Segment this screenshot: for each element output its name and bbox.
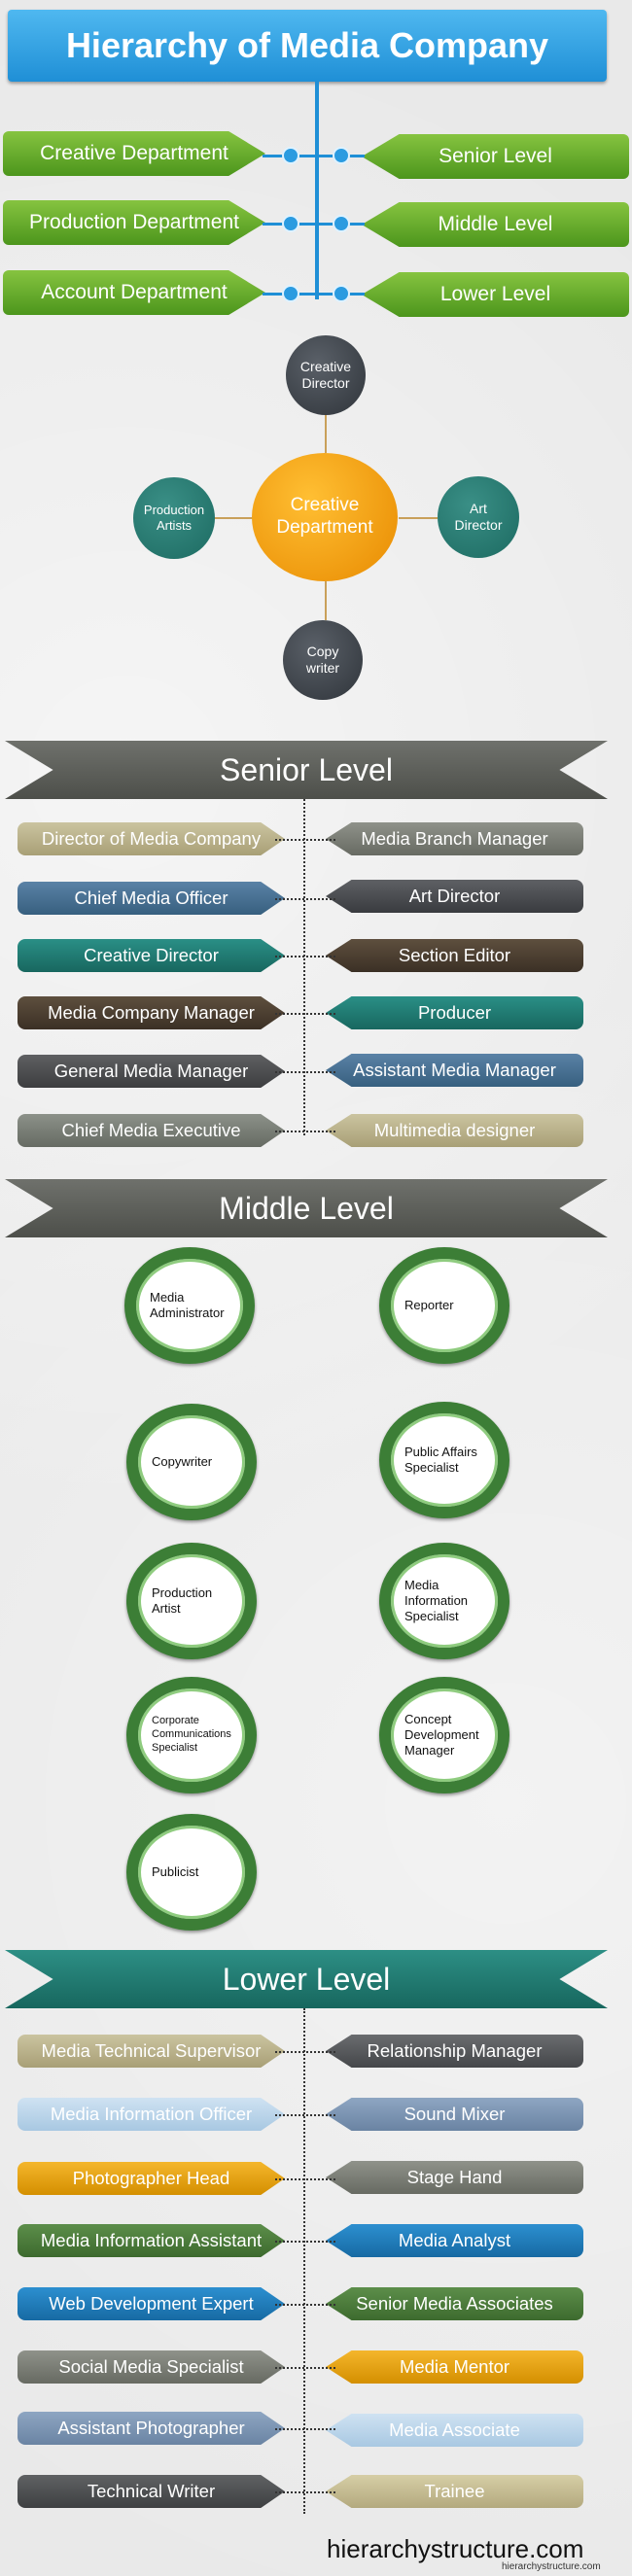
- cycle-node-copy-writer: Copy writer: [283, 620, 363, 700]
- senior-role-right: Section Editor: [326, 939, 583, 972]
- senior-role-right: Media Branch Manager: [326, 822, 583, 855]
- connector-dot: [333, 147, 350, 164]
- lower-role-right: Trainee: [326, 2475, 583, 2508]
- senior-role-left: Chief Media Officer: [18, 882, 285, 915]
- page-title: Hierarchy of Media Company: [8, 10, 607, 82]
- middle-role-circle: Copywriter: [126, 1404, 257, 1520]
- connector-row-3: [263, 293, 365, 296]
- middle-role-circle: Corporate Communications Specialist: [126, 1677, 257, 1793]
- connector-dot: [333, 285, 350, 302]
- middle-role-label: Public Affairs Specialist: [404, 1444, 477, 1475]
- connector: [275, 2491, 335, 2493]
- lower-role-right: Stage Hand: [326, 2161, 583, 2194]
- cycle-center-creative-department: Creative Department: [252, 453, 398, 581]
- lower-role-left: Media Technical Supervisor: [18, 2035, 285, 2068]
- connector: [275, 2428, 335, 2430]
- department-tag-production: Production Department: [3, 200, 265, 245]
- connector: [275, 2304, 335, 2306]
- middle-role-label: Concept Development Manager: [404, 1711, 479, 1758]
- lower-level-heading: Lower Level: [5, 1950, 608, 2008]
- connector: [275, 956, 335, 957]
- middle-role-circle: Reporter: [379, 1247, 509, 1364]
- connector: [275, 839, 335, 841]
- middle-role-label: Corporate Communications Specialist: [152, 1715, 231, 1754]
- senior-level-heading: Senior Level: [5, 741, 608, 799]
- arrow-right: [399, 517, 438, 519]
- senior-role-right: Art Director: [326, 880, 583, 913]
- cycle-node-production-artists: Production Artists: [133, 477, 215, 559]
- senior-role-right: Producer: [326, 996, 583, 1029]
- department-tag-account: Account Department: [3, 270, 265, 315]
- senior-role-left: Director of Media Company: [18, 822, 285, 855]
- connector-row-2: [263, 223, 365, 226]
- lower-role-left: Social Media Specialist: [18, 2350, 285, 2384]
- header-connector-line: [315, 82, 319, 299]
- lower-role-left: Technical Writer: [18, 2475, 285, 2508]
- middle-role-circle: Publicist: [126, 1814, 257, 1931]
- lower-role-right: Media Associate: [326, 2414, 583, 2447]
- arrow-up: [325, 414, 327, 453]
- senior-role-left: Chief Media Executive: [18, 1114, 285, 1147]
- lower-role-left: Media Information Officer: [18, 2098, 285, 2131]
- connector: [275, 898, 335, 900]
- cycle-node-creative-director: Creative Director: [286, 335, 366, 415]
- department-tag-creative: Creative Department: [3, 131, 265, 176]
- lower-role-left: Assistant Photographer: [18, 2412, 285, 2445]
- senior-role-right: Multimedia designer: [326, 1114, 583, 1147]
- lower-role-right: Senior Media Associates: [326, 2287, 583, 2320]
- lower-role-right: Sound Mixer: [326, 2098, 583, 2131]
- level-tag-senior: Senior Level: [362, 134, 629, 179]
- connector-dot: [282, 215, 299, 232]
- middle-role-circle: Public Affairs Specialist: [379, 1402, 509, 1518]
- lower-divider-line: [303, 2008, 305, 2514]
- middle-role-label: Media Administrator: [150, 1289, 225, 1320]
- middle-role-label: Media Information Specialist: [404, 1577, 469, 1624]
- connector-row-1: [263, 155, 365, 157]
- middle-role-circle: Production Artist: [126, 1543, 257, 1659]
- lower-role-left: Photographer Head: [18, 2162, 285, 2195]
- senior-divider-line: [303, 799, 305, 1135]
- senior-role-right: Assistant Media Manager: [326, 1054, 583, 1087]
- connector: [275, 2114, 335, 2116]
- connector: [275, 1131, 335, 1132]
- connector-dot: [282, 285, 299, 302]
- arrow-down: [325, 581, 327, 620]
- connector: [275, 1071, 335, 1073]
- middle-role-label: Production Artist: [152, 1584, 213, 1616]
- footer-watermark: hierarchystructure.com: [502, 2561, 601, 2572]
- lower-role-right: Media Analyst: [326, 2224, 583, 2257]
- senior-role-left: General Media Manager: [18, 1055, 285, 1088]
- lower-role-right: Media Mentor: [326, 2350, 583, 2384]
- connector-dot: [282, 147, 299, 164]
- lower-role-right: Relationship Manager: [326, 2035, 583, 2068]
- middle-role-circle: Concept Development Manager: [379, 1677, 509, 1793]
- connector: [275, 2051, 335, 2053]
- connector: [275, 2241, 335, 2243]
- middle-role-circle: Media Information Specialist: [379, 1543, 509, 1659]
- arrow-left: [214, 517, 253, 519]
- middle-role-label: Publicist: [152, 1863, 199, 1879]
- middle-role-circle: Media Administrator: [124, 1247, 255, 1364]
- footer-site[interactable]: hierarchystructure.com: [327, 2534, 584, 2563]
- lower-role-left: Web Development Expert: [18, 2287, 285, 2320]
- lower-role-left: Media Information Assistant: [18, 2224, 285, 2257]
- senior-role-left: Media Company Manager: [18, 996, 285, 1029]
- connector: [275, 1013, 335, 1015]
- cycle-node-art-director: Art Director: [438, 476, 519, 558]
- middle-role-label: Copywriter: [152, 1453, 213, 1469]
- connector-dot: [333, 215, 350, 232]
- middle-role-label: Reporter: [404, 1297, 454, 1312]
- connector: [275, 2178, 335, 2180]
- level-tag-lower: Lower Level: [362, 272, 629, 317]
- senior-role-left: Creative Director: [18, 939, 285, 972]
- middle-level-heading: Middle Level: [5, 1179, 608, 1237]
- level-tag-middle: Middle Level: [362, 202, 629, 247]
- connector: [275, 2367, 335, 2369]
